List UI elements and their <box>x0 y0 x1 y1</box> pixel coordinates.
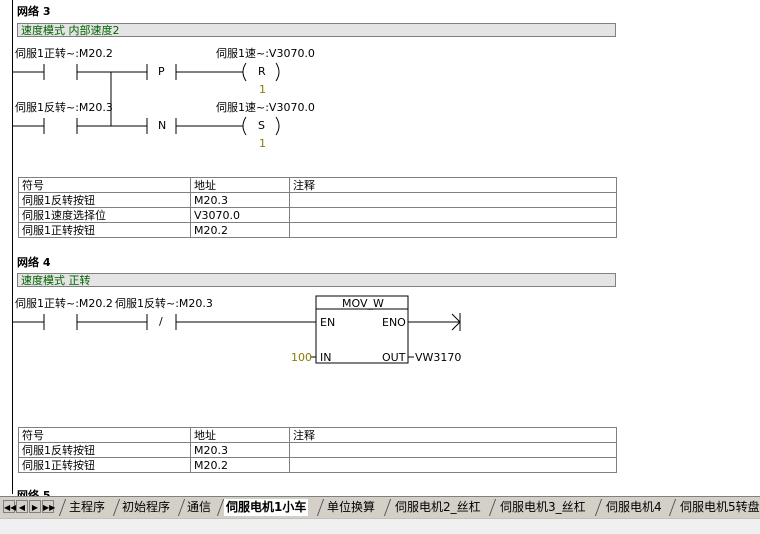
tab-servo-motor-4[interactable]: 伺服电机4 <box>606 500 662 514</box>
block-en-pin: EN <box>320 316 336 329</box>
tab-init-program[interactable]: 初始程序 <box>122 500 171 514</box>
tab-servo-motor-3-screw[interactable]: 伺服电机3_丝杠 <box>500 500 586 514</box>
block-out-value[interactable]: VW3170 <box>415 351 462 364</box>
mov-w-block[interactable] <box>315 295 409 364</box>
contact-label-m20-3: 伺服1反转~:M20.3 <box>15 101 113 114</box>
table-row[interactable]: 伺服1速度选择位 V3070.0 <box>18 207 617 223</box>
address-cell: M20.2 <box>190 457 290 473</box>
address-cell: V3070.0 <box>190 207 290 223</box>
coil-count-s: 1 <box>259 137 266 150</box>
block-in-pin: IN <box>320 351 332 364</box>
negation-symbol: / <box>159 315 163 328</box>
symbol-cell: 伺服1反转按钮 <box>18 192 191 208</box>
address-header: 地址 <box>190 177 290 193</box>
edge-p-label: P <box>158 65 165 78</box>
block-name: MOV_W <box>342 297 384 310</box>
table-row[interactable]: 伺服1反转按钮 M20.3 <box>18 442 617 458</box>
comment-header: 注释 <box>289 177 617 193</box>
tab-unit-conversion[interactable]: 单位换算 <box>327 500 376 514</box>
coil-label-reset: 伺服1速~:V3070.0 <box>216 47 315 60</box>
comment-cell <box>289 207 617 223</box>
symbol-table-network-3: 符号 地址 注释 伺服1反转按钮 M20.3 伺服1速度选择位 V3070.0 … <box>18 177 617 238</box>
power-rail <box>12 0 13 494</box>
table-row[interactable]: 伺服1反转按钮 M20.3 <box>18 192 617 208</box>
coil-type-r: R <box>258 65 266 78</box>
symbol-table-network-4: 符号 地址 注释 伺服1反转按钮 M20.3 伺服1正转按钮 M20.2 <box>18 427 617 473</box>
contact-no-m20-2[interactable] <box>12 314 78 330</box>
edge-n[interactable] <box>146 118 177 134</box>
address-cell: M20.3 <box>190 442 290 458</box>
comment-header: 注释 <box>289 427 617 443</box>
coil-reset[interactable] <box>242 62 280 82</box>
edge-p[interactable] <box>146 64 177 80</box>
edge-n-label: N <box>158 119 167 132</box>
tab-servo-motor-2-screw[interactable]: 伺服电机2_丝杠 <box>395 500 481 514</box>
block-eno-pin: ENO <box>382 316 406 329</box>
ladder-graphics <box>12 62 461 364</box>
table-row[interactable]: 伺服1正转按钮 M20.2 <box>18 222 617 238</box>
symbol-cell: 伺服1反转按钮 <box>18 442 191 458</box>
first-tab-button[interactable]: ◀◀ <box>3 500 16 513</box>
last-tab-button[interactable]: ▶▶ <box>42 500 55 513</box>
comment-cell <box>289 222 617 238</box>
network-4-title: 网络 4 <box>17 256 51 269</box>
network-5-title: 网络 5 <box>17 489 51 496</box>
symbol-header: 符号 <box>18 427 191 443</box>
symbol-cell: 伺服1速度选择位 <box>18 207 191 223</box>
tab-main-program[interactable]: 主程序 <box>69 500 106 514</box>
symbol-cell: 伺服1正转按钮 <box>18 222 191 238</box>
comment-cell <box>289 192 617 208</box>
prev-tab-button[interactable]: ◀ <box>16 500 28 513</box>
symbol-header: 符号 <box>18 177 191 193</box>
coil-type-s: S <box>258 119 265 132</box>
block-out-pin: OUT <box>382 351 406 364</box>
block-in-value[interactable]: 100 <box>291 351 312 364</box>
comment-cell <box>289 442 617 458</box>
contact-label-m20-2: 伺服1正转~:M20.2 <box>15 297 113 310</box>
network-4-comment[interactable]: 速度模式 正转 <box>17 273 616 287</box>
table-row[interactable]: 伺服1正转按钮 M20.2 <box>18 457 617 473</box>
tab-servo-motor-5-turntable[interactable]: 伺服电机5转盘 <box>680 500 760 514</box>
next-tab-button[interactable]: ▶ <box>29 500 41 513</box>
contact-label-m20-3: 伺服1反转~:M20.3 <box>115 297 213 310</box>
address-cell: M20.3 <box>190 192 290 208</box>
address-header: 地址 <box>190 427 290 443</box>
tab-servo-motor-1-cart[interactable]: 伺服电机1小车 <box>224 499 309 516</box>
contact-m20-2[interactable] <box>12 64 78 80</box>
contact-m20-3[interactable] <box>12 118 78 134</box>
network-3-title: 网络 3 <box>17 5 51 18</box>
network-3-comment[interactable]: 速度模式 内部速度2 <box>17 23 616 37</box>
comment-cell <box>289 457 617 473</box>
contact-label-m20-2: 伺服1正转~:M20.2 <box>15 47 113 60</box>
tab-communication[interactable]: 通信 <box>187 500 212 514</box>
program-tab-bar: ◀◀ ◀ ▶ ▶▶ 主程序 初始程序 通信 伺服电机1小车 单位换算 伺服电机2… <box>0 496 760 519</box>
coil-set[interactable] <box>242 116 280 136</box>
horizontal-scrollbar[interactable] <box>0 518 760 534</box>
symbol-cell: 伺服1正转按钮 <box>18 457 191 473</box>
address-cell: M20.2 <box>190 222 290 238</box>
coil-count-r: 1 <box>259 83 266 96</box>
coil-label-set: 伺服1速~:V3070.0 <box>216 101 315 114</box>
